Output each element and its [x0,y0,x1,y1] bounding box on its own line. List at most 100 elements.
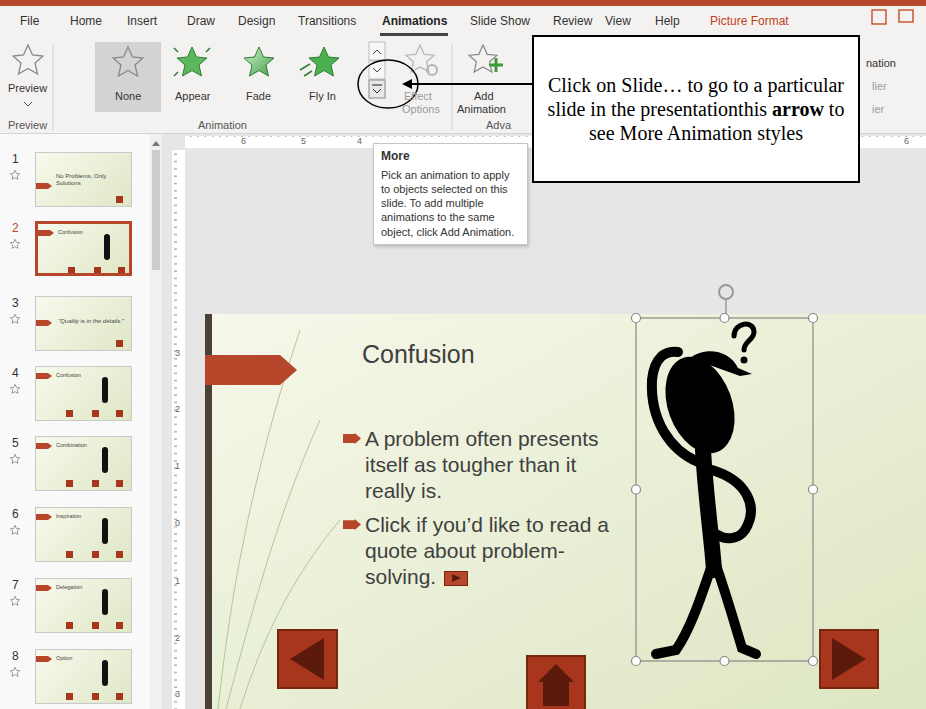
button-label: Add [474,90,494,103]
ribbon-part [174,48,210,76]
ribbon-part [113,47,143,76]
ribbon-part [372,85,382,93]
button-label: Preview [8,82,47,95]
ribbon-part [177,47,207,76]
ruler-number: 3 [175,689,180,699]
thumb-arrow [36,514,52,520]
thumbnail-title: Inspiration [56,513,81,519]
confused-figure-part [712,470,751,538]
group-label: Adva [486,119,511,132]
tooltip-box: MorePick an animation to apply to object… [373,143,528,245]
slide-thumbnail: Confusion [35,221,132,276]
ribbon-part [373,68,381,72]
selection-frame-part [809,314,818,323]
thumb-arrow [36,183,52,189]
slide-thumbnail: Inspiration [35,507,132,562]
slide-title: Confusion [362,340,475,369]
thumbnail-title: Option [56,655,72,661]
thumbnail-title: "Quality is in the details." [58,318,130,325]
thumb-figure [102,447,108,473]
thumbnail-stars-part [10,239,19,248]
workspace-part [152,141,160,146]
slide-thumbnail: Combination [35,436,132,491]
selection-frame-part [632,485,641,494]
ribbon-part [369,80,385,98]
confused-figure-part [690,351,752,376]
thumbnail-title: Combination [56,442,87,448]
ribbon-part [899,10,913,22]
button-label: lier [872,80,887,93]
slide-thumbnail: Option [35,649,132,704]
thumbnail-stars-part [10,596,19,605]
button-label: Effect [404,90,432,103]
confused-figure [652,324,756,654]
bullet-item: A problem often presents itself as tough… [343,426,613,504]
ribbon-part [469,45,497,72]
bullet-text: A problem often presents itself as tough… [365,427,598,502]
ribbon-tab: Animations [382,15,447,29]
thumb-button [116,622,123,629]
thumb-button [116,693,123,700]
ribbon-part [373,50,381,54]
ribbon-part [489,58,503,72]
ribbon-part [427,65,437,75]
ribbon-part [404,83,532,85]
thumb-button [116,480,123,487]
thumb-button [116,196,123,203]
ruler-number: 2 [175,633,180,643]
thumb-figure [102,377,108,403]
slide-number: 4 [12,367,19,381]
ribbon-part [452,44,453,130]
workspace-part [172,150,185,709]
group-label: Preview [8,119,47,132]
thumb-arrow [36,585,52,591]
ruler-number: 5 [301,136,306,146]
thumb-figure [104,234,110,260]
thumb-figure [102,660,108,686]
bullet-text-wrap: Click if you’d like to read a quote abou… [365,512,613,590]
confused-figure-part [652,352,698,462]
selection-frame-part [720,657,729,666]
workspace-part [152,150,160,270]
thumb-button [92,693,99,700]
selection-frame-part [809,485,818,494]
thumbnail-stars-part [10,170,19,179]
confused-figure-part [716,565,756,654]
button-label: Fly In [309,90,336,103]
slide-thumbnail: No Problems, Only Solutions [35,152,132,207]
slide-thumbnail: "Quality is in the details." [35,296,132,351]
thumb-arrow [36,320,52,326]
play-triangle [452,574,461,582]
thumbnail-title: Confusion [56,372,81,378]
thumb-button [116,340,123,347]
thumb-arrow [36,443,52,449]
callout-box: Click on Slide… to go to a particular sl… [532,35,860,183]
slide-number: 7 [12,579,19,593]
ribbon-part [369,42,385,60]
ribbon-part [300,64,312,76]
selection-frame-part [719,285,733,299]
button-label: Fade [246,90,271,103]
button-label: Options [402,103,440,116]
confused-figure-part [734,324,754,350]
ribbon-tab: Picture Format [710,15,789,29]
thumbnail-stars-part [10,314,19,323]
thumb-button [92,551,99,558]
bullet-list: A problem often presents itself as tough… [343,426,613,598]
ribbon-tab: Slide Show [470,15,530,29]
bullet-marker [343,433,361,444]
thumb-button [66,693,73,700]
slide-background-part [205,314,926,709]
slide-number: 1 [12,153,19,167]
workspace-part [172,150,185,709]
ribbon-part [872,10,886,24]
ribbon-tab: Help [655,15,680,29]
thumbnail-stars-part [10,454,19,463]
selection-frame-part [720,314,729,323]
group-label: Animation [198,119,247,132]
button-label: nation [866,57,896,70]
workspace-part [0,134,150,709]
ribbon-tab: Draw [187,15,215,29]
ribbon-tab: File [20,15,39,29]
